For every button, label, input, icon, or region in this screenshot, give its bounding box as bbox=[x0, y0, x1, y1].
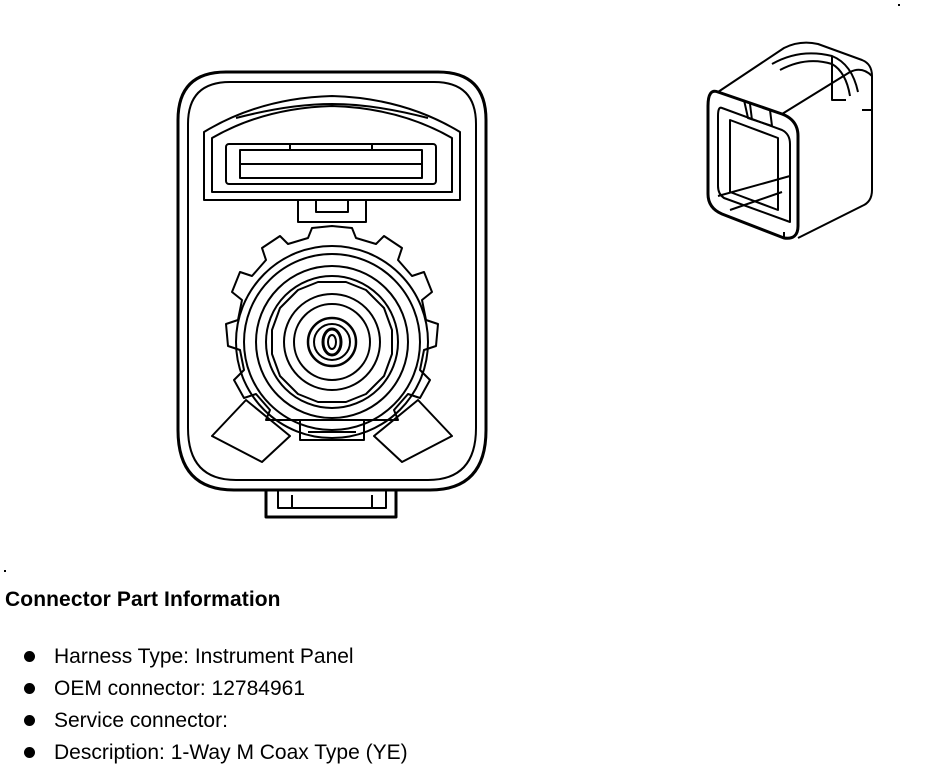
stray-dot bbox=[898, 4, 900, 6]
ring-segments bbox=[271, 281, 393, 403]
latch-arch bbox=[203, 95, 461, 201]
bullet-icon bbox=[24, 747, 35, 758]
bullet-icon bbox=[24, 651, 35, 662]
info-item-text: Description: 1-Way M Coax Type (YE) bbox=[54, 741, 408, 764]
center-pin bbox=[321, 327, 343, 357]
section-title: Connector Part Information bbox=[5, 588, 281, 611]
bottom-lug bbox=[299, 420, 365, 441]
connector-front-view bbox=[176, 70, 488, 519]
wing-left bbox=[211, 399, 291, 463]
info-item-text: Service connector: bbox=[54, 709, 228, 732]
info-item-harness-type: Harness Type: Instrument Panel bbox=[22, 641, 408, 673]
side-opening bbox=[717, 106, 791, 223]
info-item-description: Description: 1-Way M Coax Type (YE) bbox=[22, 737, 408, 769]
info-list: Harness Type: Instrument Panel OEM conne… bbox=[22, 641, 408, 769]
stray-dot bbox=[4, 570, 6, 572]
info-item-oem-connector: OEM connector: 12784961 bbox=[22, 673, 408, 705]
bottom-tab bbox=[264, 490, 398, 519]
side-top-face bbox=[717, 41, 873, 239]
info-item-text: OEM connector: 12784961 bbox=[54, 677, 305, 700]
housing-inner bbox=[187, 81, 477, 481]
latch-neck bbox=[297, 200, 367, 223]
wing-right bbox=[373, 399, 453, 463]
latch-bar bbox=[225, 143, 437, 185]
bullet-icon bbox=[24, 683, 35, 694]
bullet-icon bbox=[24, 715, 35, 726]
locking-ring-teeth bbox=[225, 225, 439, 421]
housing-outer bbox=[176, 70, 488, 492]
ring-outer bbox=[235, 245, 429, 439]
connector-side-view bbox=[706, 41, 873, 240]
info-item-text: Harness Type: Instrument Panel bbox=[54, 645, 354, 668]
connector-illustration bbox=[4, 4, 900, 572]
info-item-service-connector: Service connector: bbox=[22, 705, 408, 737]
